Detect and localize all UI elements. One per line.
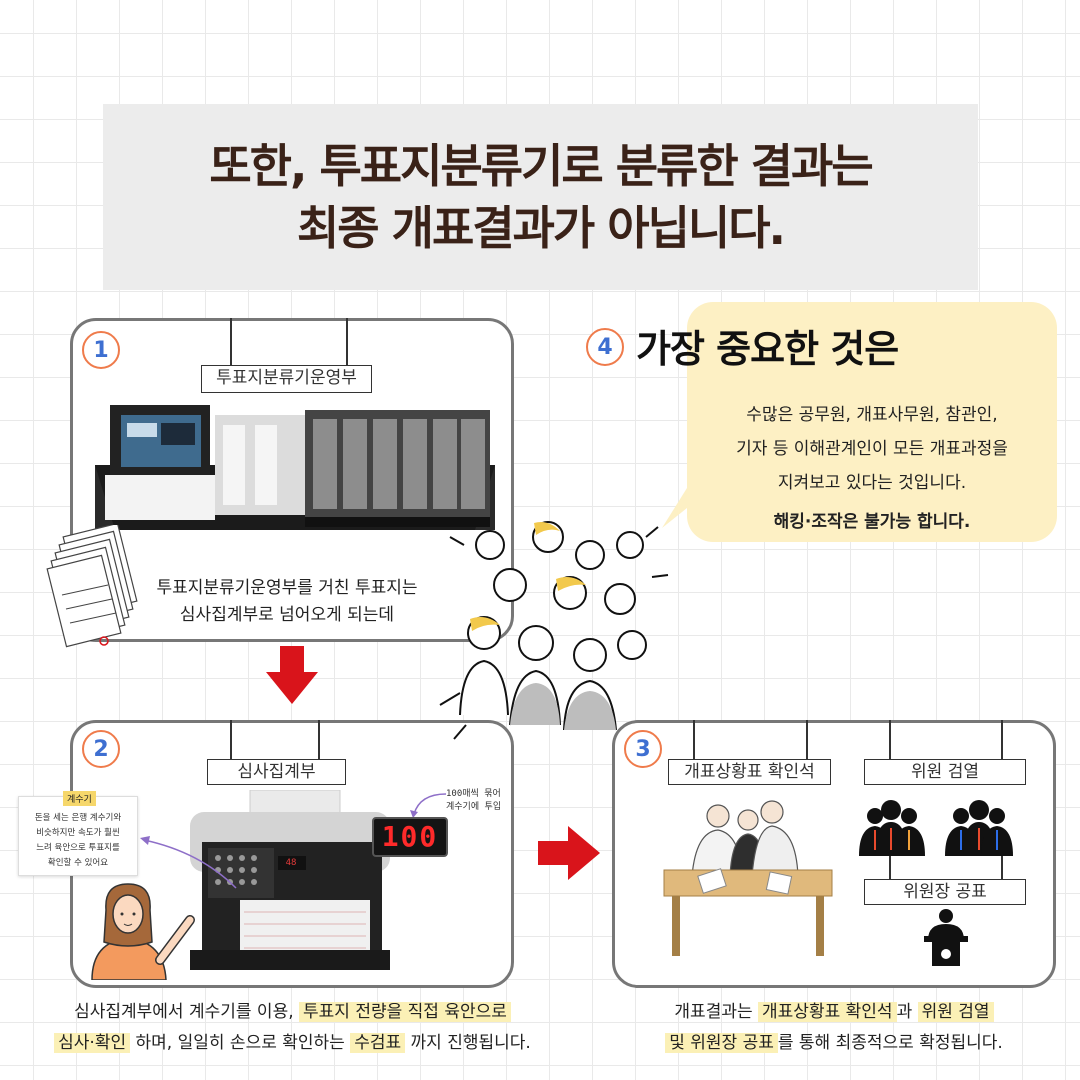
step3-label-confirm: 개표상황표 확인석: [668, 759, 831, 785]
step1-label: 투표지분류기운영부: [201, 365, 372, 393]
step3-hanger-2: [806, 720, 808, 760]
podium-speaker-icon: [924, 909, 968, 966]
step2-number-badge: 2: [82, 730, 120, 768]
ballot-stack-illustration: [46, 525, 138, 648]
step4-callout-bubble: [687, 302, 1057, 542]
caption-text: 를 통해 최종적으로 확정됩니다.: [777, 1033, 1003, 1053]
down-arrow-icon: [266, 646, 318, 704]
counter-note-line: 확인할 수 있어요: [47, 858, 109, 868]
ballot-sorter-machine-illustration: [95, 405, 495, 530]
counter-note-line: 비슷하지만 속도가 훨씬: [36, 828, 120, 838]
caption-highlight: 심사·확인: [54, 1033, 131, 1053]
ballot-counter-machine-illustration: [190, 790, 390, 970]
step2-caption-line-1: 심사집계부에서 계수기를 이용, 투표지 전량을 직접 육안으로: [30, 999, 555, 1026]
caption-text: 하며, 일일히 손으로 확인하는: [130, 1033, 351, 1053]
committee-members-icon: [859, 800, 1013, 856]
counter-note-tag: 계수기: [63, 791, 96, 806]
right-arrow-icon: [538, 826, 600, 880]
step1-caption-line-2: 심사집계부로 넘어오게 되는데: [179, 605, 395, 625]
step1-hanger-right: [346, 318, 348, 366]
step3-hanger-4: [1001, 720, 1003, 760]
step2-hanger-right: [318, 720, 320, 760]
pointer-arrow-icon: [140, 836, 237, 889]
handwritten-line: 100매씩 묶어: [446, 789, 501, 799]
counter-led-display: 100: [372, 817, 448, 857]
header-line-2: 최종 개표결과가 아닙니다.: [296, 201, 786, 255]
crowd-observers-illustration: [439, 521, 669, 740]
caption-text: 과: [896, 1002, 918, 1022]
woman-presenter-illustration: [91, 883, 195, 980]
counter-screen-value: 48: [285, 858, 297, 868]
step1-number-badge: 1: [82, 331, 120, 369]
counter-note-card: 계수기 돈을 세는 은행 계수기와 비슷하지만 속도가 훨씬 느려 육안으로 투…: [18, 791, 138, 876]
counter-note-line: 느려 육안으로 투표지를: [36, 843, 120, 853]
step2-label: 심사집계부: [207, 759, 346, 785]
caption-highlight: 투표지 전량을 직접 육안으로: [299, 1002, 511, 1022]
caption-text: 까지 진행됩니다.: [405, 1033, 531, 1053]
step3-hanger-6: [1001, 855, 1003, 879]
step4-number-badge: 4: [586, 328, 624, 366]
caption-highlight: 위원 검열: [917, 1002, 994, 1022]
caption-text: 개표결과는: [674, 1002, 759, 1022]
caption-highlight: 수검표: [350, 1033, 406, 1053]
step3-hanger-5: [889, 855, 891, 879]
step3-hanger-3: [889, 720, 891, 760]
header-line-1: 또한, 투표지분류기로 분류한 결과는: [209, 139, 873, 193]
caption-text: 심사집계부에서 계수기를 이용,: [74, 1002, 294, 1022]
step4-body-line: 기자 등 이해관계인이 모든 개표과정을: [736, 439, 1008, 459]
header-banner: 또한, 투표지분류기로 분류한 결과는 최종 개표결과가 아닙니다.: [103, 104, 978, 290]
step4-body-line: 수많은 공무원, 개표사무원, 참관인,: [746, 405, 998, 425]
caption-highlight: 및 위원장 공표: [665, 1033, 778, 1053]
step1-hanger-left: [230, 318, 232, 366]
officials-at-table-illustration: [663, 800, 833, 956]
step4-title: 가장 중요한 것은: [636, 327, 899, 371]
step4-strong-statement: 해킹·조작은 불가능 합니다.: [773, 512, 971, 532]
step4-body: 수많은 공무원, 개표사무원, 참관인, 기자 등 이해관계인이 모든 개표과정…: [687, 398, 1057, 500]
step3-number-badge: 3: [624, 730, 662, 768]
handwritten-line: 계수기에 투입: [446, 802, 502, 812]
callout-tail: [662, 480, 722, 528]
step3-hanger-1: [693, 720, 695, 760]
caption-highlight: 개표상황표 확인석: [758, 1002, 897, 1022]
curved-arrow-icon: [410, 793, 447, 818]
step3-label-announce: 위원장 공표: [864, 879, 1026, 905]
step3-label-review: 위원 검열: [864, 759, 1026, 785]
step2-caption-line-2: 심사·확인 하며, 일일히 손으로 확인하는 수검표 까지 진행됩니다.: [30, 1030, 555, 1057]
counter-note-line: 돈을 세는 은행 계수기와: [34, 813, 122, 823]
step1-caption-line-1: 투표지분류기운영부를 거친 투표지는: [156, 578, 418, 598]
handwritten-note: 100매씩 묶어 계수기에 투입: [446, 788, 501, 814]
step2-hanger-left: [230, 720, 232, 760]
step4-body-line: 지켜보고 있다는 것입니다.: [777, 473, 967, 493]
